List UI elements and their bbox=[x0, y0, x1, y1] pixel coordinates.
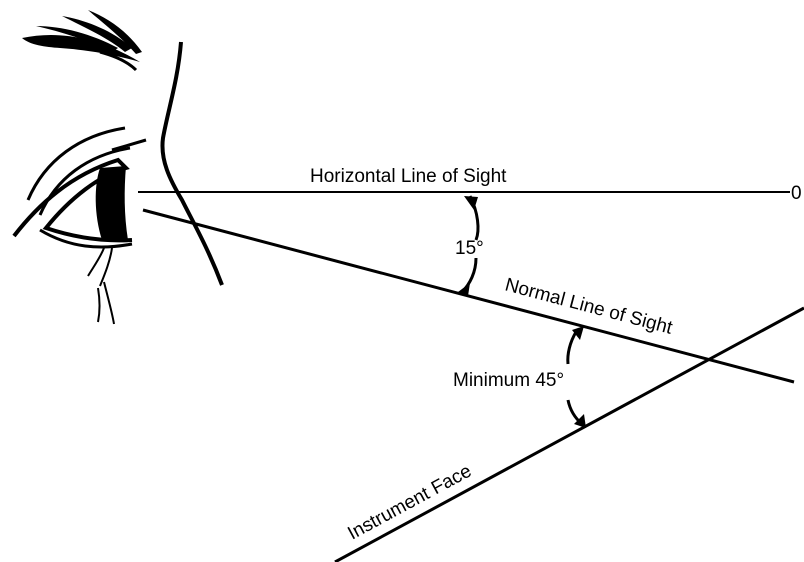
eye-illustration bbox=[14, 10, 222, 324]
angle-15-label: 15° bbox=[455, 238, 484, 259]
angle-45-label: Minimum 45° bbox=[453, 370, 564, 391]
eyebrow bbox=[22, 10, 142, 70]
normal-line-of-sight bbox=[143, 210, 794, 382]
angle-45-arc bbox=[568, 326, 586, 428]
iris bbox=[96, 166, 128, 240]
instrument-face-label: Instrument Face bbox=[344, 461, 475, 545]
end-marker-label: 0 bbox=[791, 183, 802, 204]
horizontal-line-label: Horizontal Line of Sight bbox=[310, 166, 507, 187]
nose-profile bbox=[162, 42, 222, 285]
